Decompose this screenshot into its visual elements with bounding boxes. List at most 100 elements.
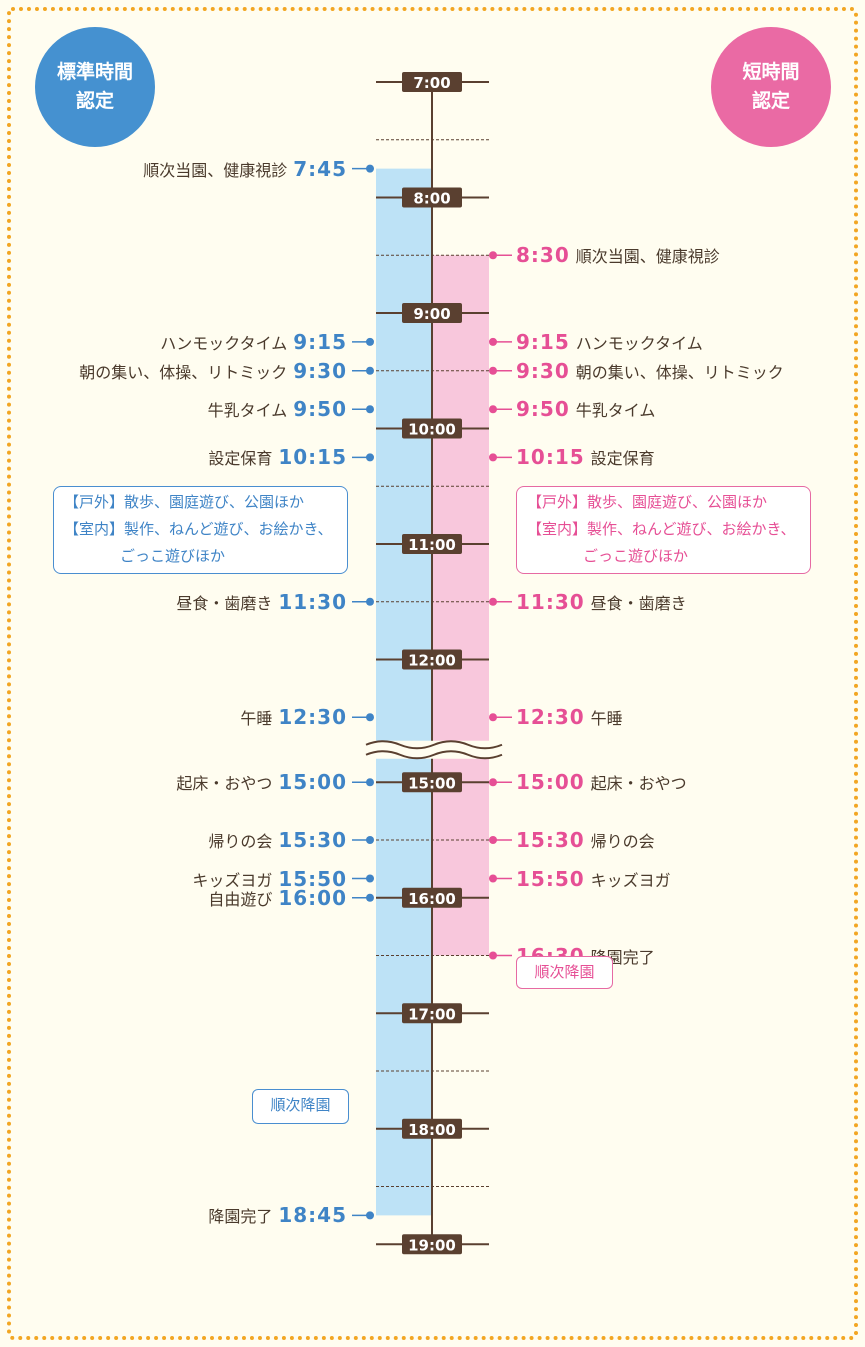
hour-label: 19:00: [408, 1236, 456, 1254]
standard-pickup-tag: 順次降園: [252, 1089, 349, 1124]
event-label: 順次当園、健康視診: [575, 247, 720, 267]
axis-break-wave: [365, 740, 503, 750]
event-time: 7:45: [293, 156, 347, 181]
event-time: 11:30: [516, 589, 585, 614]
event-label: 設定保育: [590, 449, 655, 469]
event-dot: [366, 366, 374, 375]
standard-activity-note: 【戸外】散歩、園庭遊び、公園ほか 【室内】製作、ねんど遊び、お絵かき、 ごっこ遊…: [53, 486, 348, 574]
badge-line-1: 短時間: [742, 61, 800, 83]
badge-line-1: 標準時間: [56, 61, 133, 83]
event-dot: [366, 405, 374, 414]
event-time: 12:30: [278, 705, 347, 730]
event-label: 昼食・歯磨き: [176, 593, 273, 613]
event-time: 9:50: [293, 397, 347, 422]
standard-certification-badge: 標準時間 認定: [35, 27, 155, 147]
badge-line-2: 認定: [75, 90, 114, 112]
event-label: 帰りの会: [208, 832, 273, 851]
event-time: 15:00: [278, 770, 347, 795]
event-time: 10:15: [516, 445, 585, 470]
event-label: ハンモックタイム: [160, 333, 288, 353]
event-label: 牛乳タイム: [207, 401, 288, 421]
hour-label-bg: [402, 303, 462, 323]
hour-label: 8:00: [413, 190, 450, 208]
event-time: 9:15: [516, 329, 570, 354]
event-time: 18:45: [278, 1203, 347, 1228]
short-certification-badge: 短時間 認定: [711, 27, 831, 147]
note-pretend-play: ごっこ遊びほか: [583, 547, 689, 565]
event-dot: [366, 337, 374, 346]
note-indoor: 【室内】製作、ねんど遊び、お絵かき、: [527, 520, 796, 538]
event-time: 15:30: [278, 828, 347, 852]
hour-label-bg: [402, 1003, 462, 1024]
event-time: 15:50: [516, 866, 585, 891]
hour-label: 18:00: [408, 1121, 456, 1139]
hour-label-bg: [402, 1118, 462, 1139]
note-indoor: 【室内】製作、ねんど遊び、お絵かき、: [64, 520, 333, 538]
event-time: 9:50: [516, 397, 570, 422]
hour-label-bg: [402, 649, 462, 670]
hour-label: 15:00: [408, 774, 456, 792]
badge-line-2: 認定: [751, 90, 790, 112]
hour-label-bg: [402, 534, 462, 554]
event-label: 起床・おやつ: [590, 774, 687, 794]
event-time: 16:00: [278, 885, 347, 910]
hour-label-bg: [402, 887, 462, 908]
short-time-band: [432, 255, 489, 956]
event-label: ハンモックタイム: [575, 333, 703, 353]
event-label: 朝の集い、体操、リトミック: [79, 362, 288, 382]
hour-label-bg: [402, 187, 462, 208]
event-dot: [366, 874, 374, 883]
note-outdoor: 【戸外】散歩、園庭遊び、公園ほか: [64, 493, 305, 511]
hour-label-bg: [402, 72, 462, 92]
event-time: 11:30: [278, 589, 347, 614]
event-time: 15:50: [278, 866, 347, 891]
hour-label: 11:00: [408, 536, 456, 554]
hour-label-bg: [402, 772, 462, 793]
event-time: 15:30: [516, 828, 585, 852]
event-label: 牛乳タイム: [575, 401, 656, 421]
event-label: 起床・おやつ: [176, 774, 273, 794]
event-label: 昼食・歯磨き: [590, 593, 687, 613]
note-outdoor: 【戸外】散歩、園庭遊び、公園ほか: [527, 493, 768, 511]
event-label: 自由遊び: [208, 889, 273, 909]
note-pretend-play: ごっこ遊びほか: [120, 547, 226, 565]
event-label: キッズヨガ: [590, 870, 671, 890]
event-label: 設定保育: [208, 449, 273, 469]
hour-label-bg: [402, 1234, 462, 1255]
hour-label-bg: [402, 418, 462, 439]
event-label: 降園完了: [208, 1207, 273, 1227]
event-dot: [366, 597, 374, 606]
event-label: 順次当園、健康視診: [143, 160, 288, 180]
event-time: 10:15: [278, 445, 347, 470]
event-label: キッズヨガ: [192, 870, 273, 890]
hour-label: 10:00: [408, 421, 456, 439]
event-dot: [366, 453, 374, 462]
event-time: 9:15: [293, 329, 347, 354]
event-dot: [366, 778, 374, 787]
event-dot: [366, 164, 374, 173]
event-label: 午睡: [590, 709, 623, 729]
event-dot: [366, 836, 374, 844]
hour-label: 9:00: [413, 305, 450, 323]
